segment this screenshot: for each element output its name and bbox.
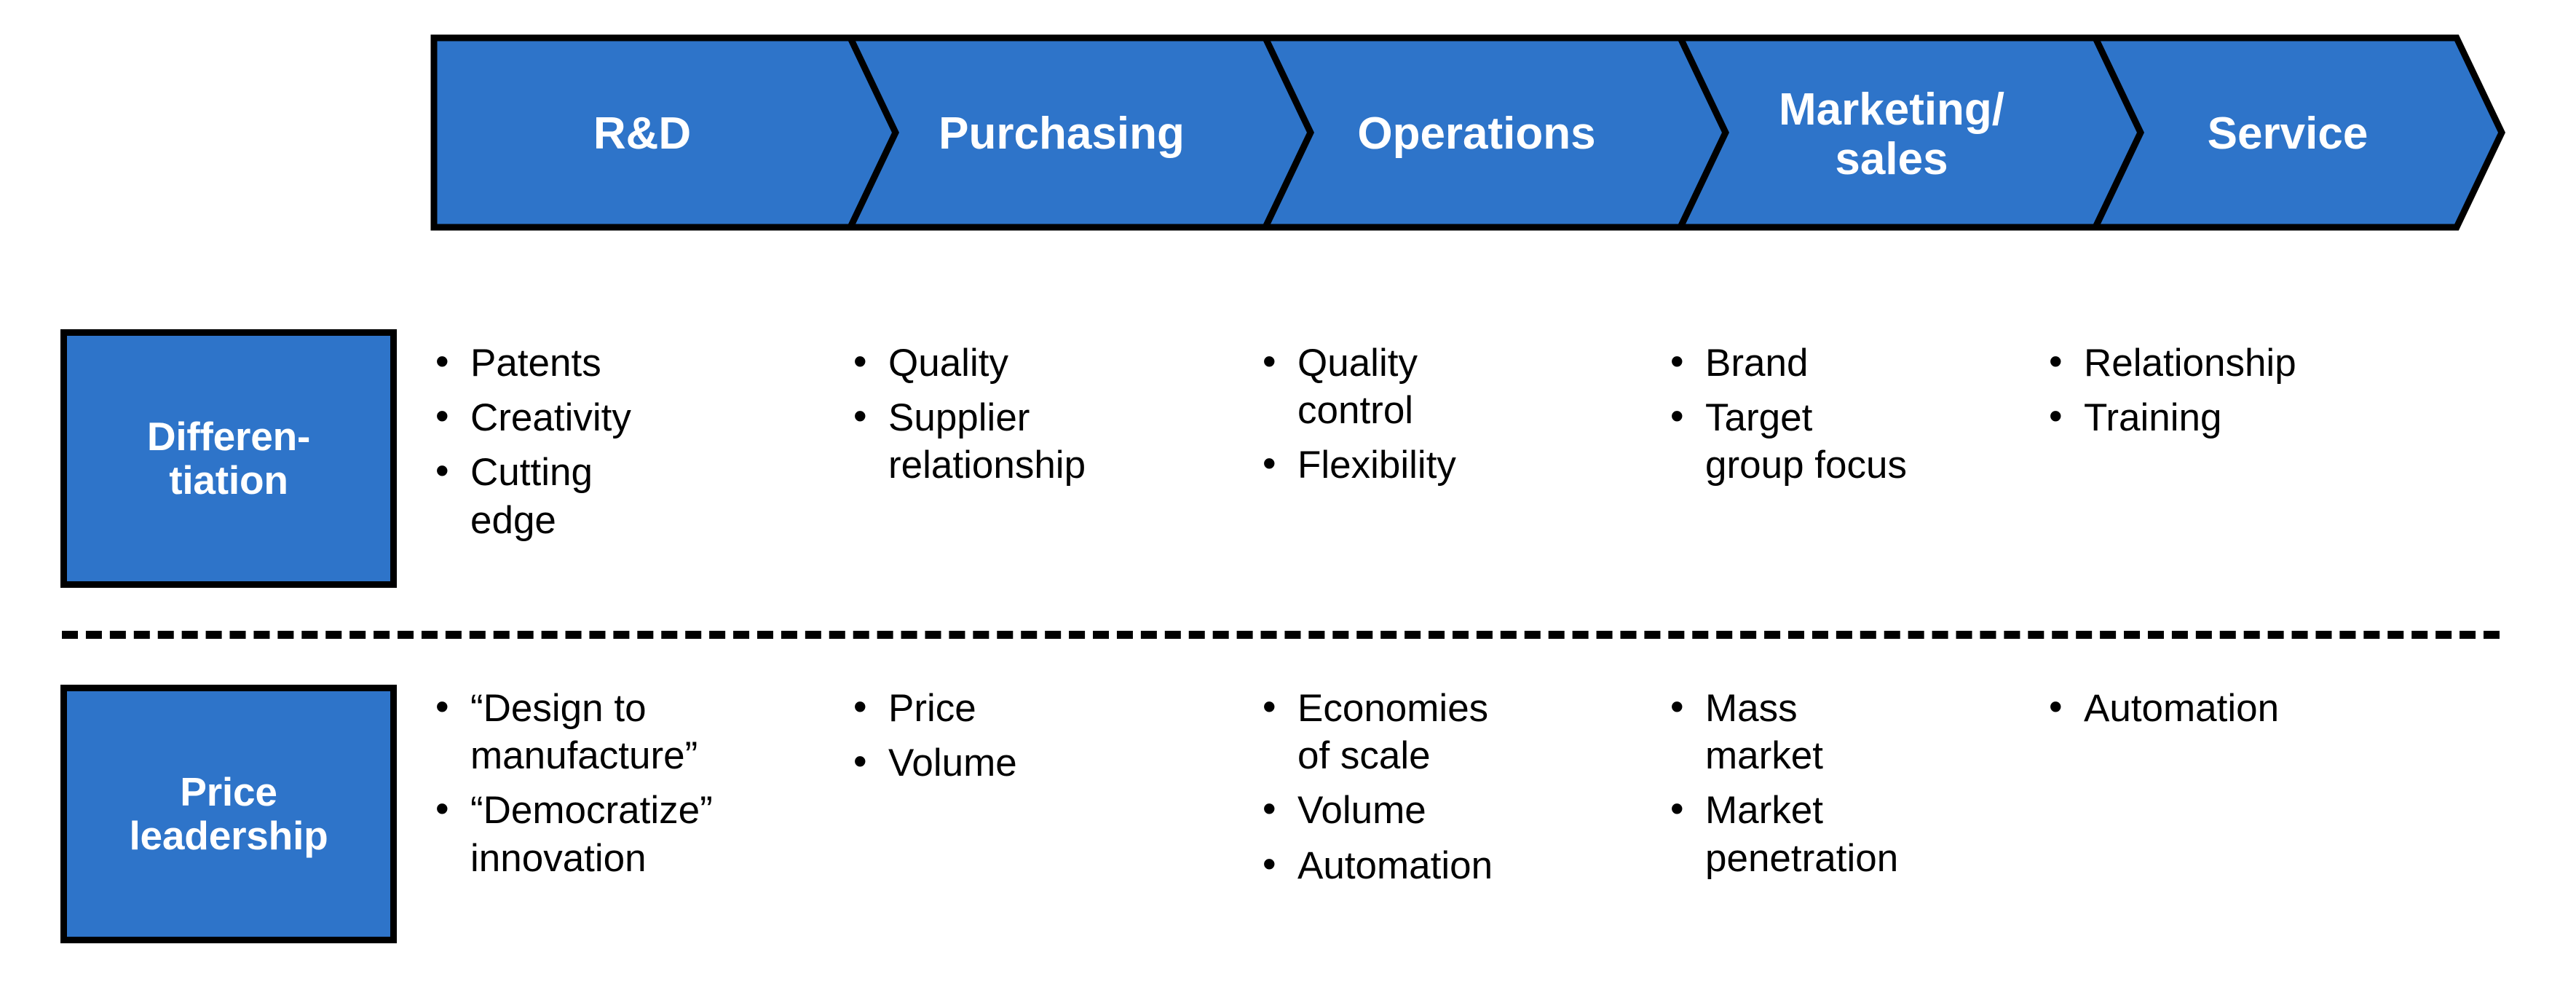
list-item: Cutting edge (432, 447, 658, 543)
value-chain-stage-rd-label: R&D (593, 109, 691, 159)
strategy-label-differentiation[interactable]: Differen- tiation (60, 329, 397, 588)
bullet-list: Mass market Market penetration (1667, 683, 1908, 882)
list-item: Quality control (1260, 338, 1500, 434)
bullets-differentiation-service: Relationship Training (2046, 338, 2395, 449)
list-item: Flexibility (1260, 440, 1500, 489)
bullet-list: Brand Target group focus (1667, 338, 1908, 489)
list-item: Patents (432, 338, 658, 387)
list-item: Brand (1667, 338, 1908, 387)
bullet-list: Quality control Flexibility (1260, 338, 1500, 489)
list-item: Creativity (432, 393, 658, 441)
list-item: Volume (850, 738, 1094, 787)
value-chain-stage-service-label: Service (2208, 109, 2368, 159)
bullets-price-leadership-purchasing: Price Volume (850, 683, 1094, 794)
bullet-list: “Design to manufacture” “Democratize” in… (432, 683, 713, 882)
bullet-list: Patents Creativity Cutting edge (432, 338, 658, 544)
value-chain-banner: R&D Purchasing Operations Marketing/sale… (430, 34, 2506, 232)
list-item: Quality (850, 338, 1094, 387)
bullets-price-leadership-rd: “Design to manufacture” “Democratize” in… (432, 683, 713, 889)
value-chain-stage-operations-label: Operations (1357, 109, 1595, 159)
list-item: Automation (2046, 683, 2395, 732)
list-item: “Democratize” innovation (432, 785, 713, 881)
list-item: Volume (1260, 785, 1500, 834)
bullet-list: Relationship Training (2046, 338, 2395, 441)
strategy-label-price-leadership[interactable]: Price leadership (60, 685, 397, 943)
value-chain-stage-service[interactable] (2090, 34, 2505, 231)
list-item: Training (2046, 393, 2395, 441)
strategy-label-price-leadership-text: Price leadership (129, 769, 328, 858)
value-chain-stage-purchasing-label: Purchasing (939, 109, 1185, 159)
row-divider-dashed (62, 631, 2500, 639)
bullet-list: Price Volume (850, 683, 1094, 787)
bullet-list: Quality Supplier relationship (850, 338, 1094, 489)
list-item: Economies of scale (1260, 683, 1500, 779)
list-item: Supplier relationship (850, 393, 1094, 489)
list-item: Mass market (1667, 683, 1908, 779)
bullets-price-leadership-operations: Economies of scale Volume Automation (1260, 683, 1500, 897)
list-item: Automation (1260, 841, 1500, 889)
bullets-differentiation-marketing-sales: Brand Target group focus (1667, 338, 1908, 497)
list-item: “Design to manufacture” (432, 683, 698, 779)
bullets-differentiation-purchasing: Quality Supplier relationship (850, 338, 1094, 497)
list-item: Price (850, 683, 1094, 732)
bullet-list: Automation (2046, 683, 2395, 732)
strategy-label-differentiation-text: Differen- tiation (146, 414, 311, 503)
bullets-price-leadership-service: Automation (2046, 683, 2395, 739)
list-item: Target group focus (1667, 393, 1908, 489)
list-item: Market penetration (1667, 785, 1908, 881)
list-item: Relationship (2046, 338, 2395, 387)
bullets-differentiation-operations: Quality control Flexibility (1260, 338, 1500, 497)
value-chain-svg: R&D Purchasing Operations Marketing/sale… (430, 34, 2505, 231)
bullet-list: Economies of scale Volume Automation (1260, 683, 1500, 889)
value-chain-stage-marketing-sales-label: Marketing/sales (1779, 84, 2004, 184)
bullets-differentiation-rd: Patents Creativity Cutting edge (432, 338, 658, 551)
bullets-price-leadership-marketing-sales: Mass market Market penetration (1667, 683, 1908, 889)
